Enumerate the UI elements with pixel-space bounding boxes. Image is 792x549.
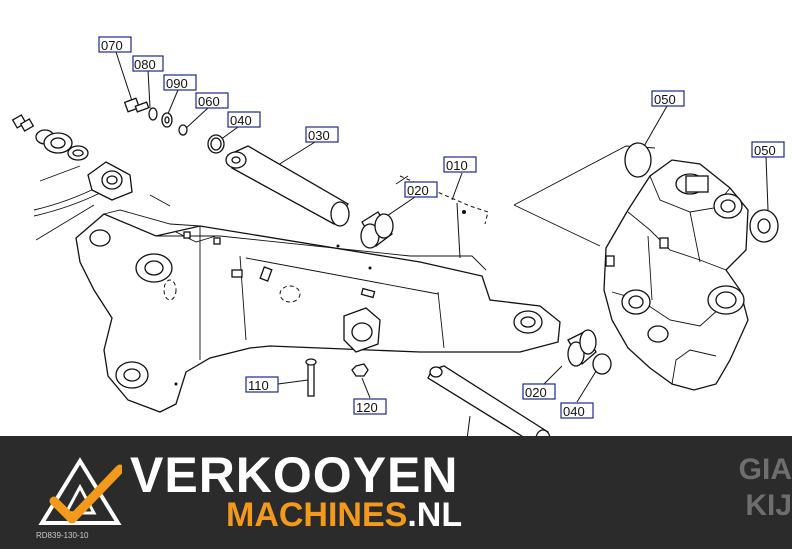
bolt-110 <box>305 358 317 397</box>
upper-hose-assembly <box>11 114 133 217</box>
corner-watermark-text: GIA KIJ <box>738 453 792 522</box>
callout-050-right: 050 <box>754 143 776 158</box>
verkooyen-check-logo-icon <box>38 457 122 525</box>
pin-030 <box>225 145 350 227</box>
callout-070: 070 <box>101 38 123 53</box>
nut-120 <box>351 363 369 377</box>
brand-domain-main: MACHINES <box>226 496 408 534</box>
callout-030: 030 <box>308 128 330 143</box>
callout-120: 120 <box>356 400 378 415</box>
callout-110: 110 <box>248 378 269 393</box>
brand-domain: MACHINES.NL <box>226 496 462 534</box>
callout-080: 080 <box>134 57 156 72</box>
callout-040-lower: 040 <box>563 404 585 419</box>
bolt-stack <box>123 97 225 154</box>
leader-lines <box>35 51 769 448</box>
callout-060: 060 <box>198 94 220 109</box>
callout-020-upper: 020 <box>407 183 429 198</box>
callout-020-lower: 020 <box>525 385 547 400</box>
callout-050-left: 050 <box>654 92 676 107</box>
boom-arm <box>75 209 561 413</box>
washer-050-right <box>749 209 779 243</box>
bushing-020-lower <box>567 329 597 367</box>
brand-name: VERKOOYEN <box>130 447 459 503</box>
dealer-banner <box>0 436 792 549</box>
callout-040-upper: 040 <box>230 113 252 128</box>
brand-domain-ext: .NL <box>407 496 463 534</box>
bushing-020-upper <box>360 211 394 249</box>
washer-050-left <box>624 142 652 178</box>
cap-040 <box>592 353 612 375</box>
callout-090: 090 <box>166 76 188 91</box>
callout-010: 010 <box>446 158 468 173</box>
drawing-code: RD839-130-10 <box>36 531 89 540</box>
swing-bracket <box>603 159 749 391</box>
